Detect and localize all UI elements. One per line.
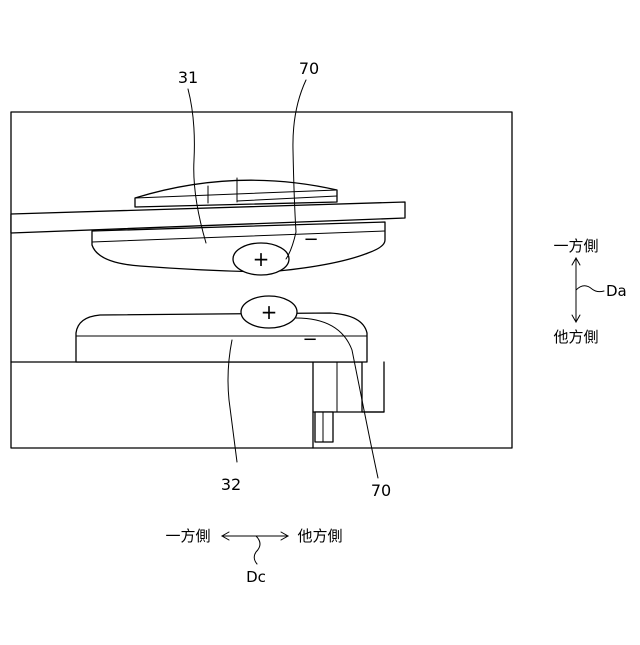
direction-indicator-da: 一方側 他方側 Da <box>553 237 626 346</box>
plus-sign-lower: + <box>261 300 278 324</box>
dc-name: Dc <box>246 568 266 586</box>
plus-sign-upper: + <box>253 247 270 271</box>
label-70-lower: 70 <box>371 481 391 500</box>
label-70-upper: 70 <box>299 59 319 78</box>
outer-frame <box>11 112 512 448</box>
da-top-label: 一方側 <box>553 237 598 255</box>
dc-right-label: 他方側 <box>297 527 342 545</box>
minus-sign-upper: − <box>303 229 318 250</box>
da-name: Da <box>606 282 627 300</box>
direction-indicator-dc: 一方側 他方側 Dc <box>165 527 342 586</box>
upper-assembly <box>11 178 405 272</box>
minus-sign-lower: − <box>302 329 317 350</box>
lower-assembly <box>11 313 384 448</box>
dc-left-label: 一方側 <box>165 527 210 545</box>
label-31: 31 <box>178 68 198 87</box>
label-32: 32 <box>221 475 241 494</box>
lower-body-32 <box>76 313 367 362</box>
lower-base <box>11 362 384 412</box>
da-bottom-label: 他方側 <box>553 328 598 346</box>
